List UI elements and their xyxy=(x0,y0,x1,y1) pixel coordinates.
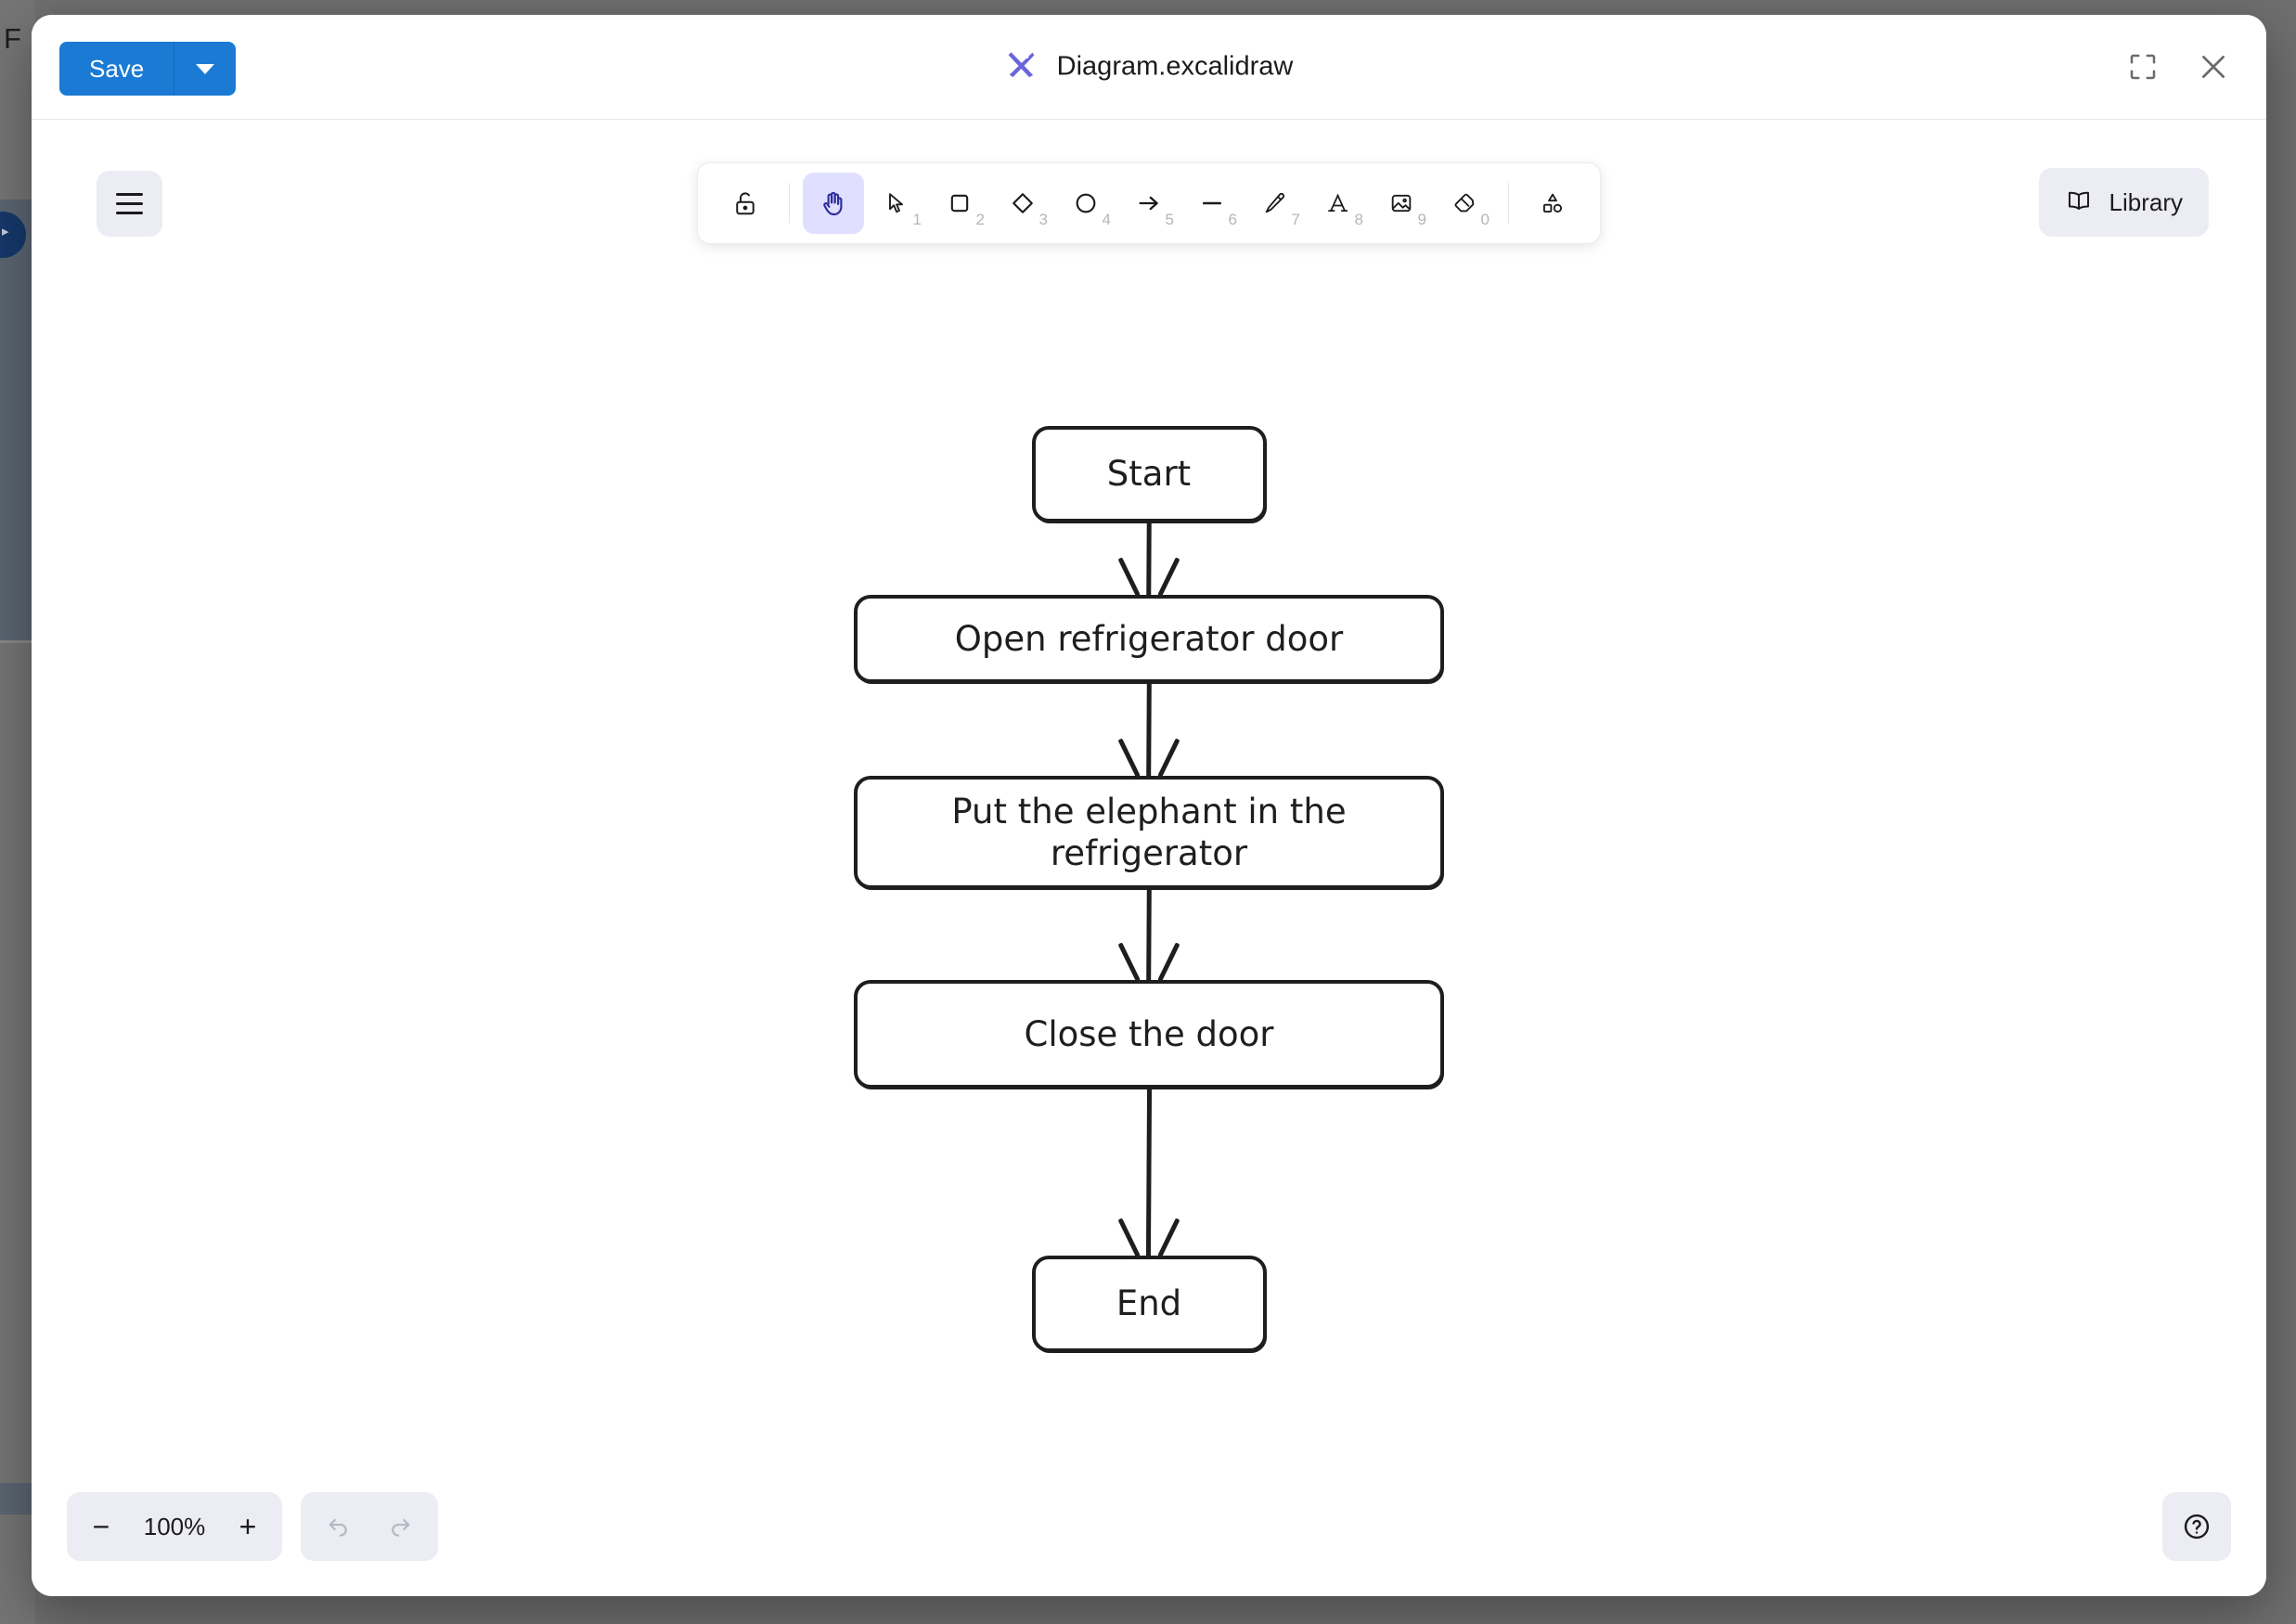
library-button[interactable]: Library xyxy=(2038,168,2209,237)
background-panel-secondary xyxy=(0,1483,35,1514)
tool-shortcut: 0 xyxy=(1480,211,1490,228)
library-label: Library xyxy=(2109,187,2183,216)
background-panel xyxy=(0,200,35,640)
text-icon[interactable]: 8 xyxy=(1308,173,1369,234)
title-center-group: Diagram.excalidraw xyxy=(1005,48,1294,86)
pencil-icon[interactable]: 7 xyxy=(1245,173,1306,234)
page-title: Diagram.excalidraw xyxy=(1056,51,1294,82)
toolbar-divider xyxy=(1508,183,1509,224)
background-partial-text: F xyxy=(4,22,22,55)
ellipse-icon[interactable]: 4 xyxy=(1055,173,1116,234)
image-icon[interactable]: 9 xyxy=(1371,173,1432,234)
save-button-group: Save xyxy=(59,42,237,96)
hand-icon[interactable] xyxy=(803,173,864,234)
zoom-island: − 100% + xyxy=(67,1492,282,1561)
arrowhead-icon xyxy=(1128,938,1170,981)
tool-shortcut: 4 xyxy=(1102,211,1111,228)
tool-shortcut: 6 xyxy=(1228,211,1237,228)
tool-shortcut: 7 xyxy=(1291,211,1300,228)
line-icon[interactable]: 6 xyxy=(1181,173,1243,234)
zoom-level-value[interactable]: 100% xyxy=(143,1512,206,1540)
diamond-icon[interactable]: 3 xyxy=(992,173,1053,234)
undo-icon[interactable] xyxy=(306,1498,369,1555)
flowchart: Start Open refrigerator door Put the ele… xyxy=(824,426,1474,1352)
chevron-down-icon xyxy=(196,63,215,74)
excalidraw-modal-window: Save Diagram.excalidraw xyxy=(32,15,2266,1596)
flow-edge-start-to-open[interactable] xyxy=(1146,522,1152,596)
shapes-icon[interactable] xyxy=(1522,173,1583,234)
rectangle-icon[interactable]: 2 xyxy=(929,173,990,234)
flow-node-start[interactable]: Start xyxy=(1031,426,1267,522)
redo-icon[interactable] xyxy=(369,1498,432,1555)
tool-shortcut: 2 xyxy=(975,211,985,228)
tool-shortcut: 8 xyxy=(1354,211,1363,228)
window-controls xyxy=(2123,47,2233,86)
selection-icon[interactable]: 1 xyxy=(866,173,927,234)
flow-edge-open-to-put[interactable] xyxy=(1146,682,1152,777)
save-button[interactable]: Save xyxy=(59,42,175,96)
help-icon[interactable] xyxy=(2162,1492,2231,1561)
lock-icon[interactable] xyxy=(715,173,776,234)
save-dropdown-button[interactable] xyxy=(174,42,236,96)
tool-shortcut: 1 xyxy=(912,211,922,228)
tool-shortcut: 9 xyxy=(1417,211,1426,228)
zoom-in-button[interactable]: + xyxy=(239,1509,257,1543)
drawing-canvas[interactable]: 1 2 3 4 xyxy=(32,120,2266,1596)
arrowhead-icon xyxy=(1128,1214,1170,1257)
arrowhead-icon xyxy=(1128,734,1170,777)
flow-node-close-the-door[interactable]: Close the door xyxy=(854,980,1444,1089)
hamburger-menu-icon[interactable] xyxy=(97,171,162,237)
excalidraw-logo-icon xyxy=(1005,48,1038,86)
fullscreen-icon[interactable] xyxy=(2123,47,2162,86)
flow-node-open-refrigerator-door[interactable]: Open refrigerator door xyxy=(854,595,1444,683)
background-avatar-glyph: ▸ xyxy=(2,224,9,239)
eraser-icon[interactable]: 0 xyxy=(1434,173,1495,234)
flow-edge-put-to-close[interactable] xyxy=(1146,888,1152,981)
arrow-icon[interactable]: 5 xyxy=(1118,173,1180,234)
arrowhead-icon xyxy=(1128,553,1170,596)
tool-shortcut: 5 xyxy=(1165,211,1174,228)
toolbar-divider xyxy=(789,183,790,224)
flow-node-end[interactable]: End xyxy=(1031,1256,1267,1352)
tool-shortcut: 3 xyxy=(1038,211,1048,228)
flow-node-put-elephant[interactable]: Put the elephant in the refrigerator xyxy=(854,776,1444,889)
book-icon xyxy=(2065,187,2093,219)
close-icon[interactable] xyxy=(2194,47,2233,86)
history-island xyxy=(301,1492,438,1561)
title-bar: Save Diagram.excalidraw xyxy=(32,15,2266,120)
flow-edge-close-to-end[interactable] xyxy=(1145,1088,1153,1257)
zoom-out-button[interactable]: − xyxy=(92,1509,110,1543)
background-divider xyxy=(0,640,35,643)
hamburger-bars xyxy=(116,193,143,214)
tool-island: 1 2 3 4 xyxy=(697,162,1601,244)
